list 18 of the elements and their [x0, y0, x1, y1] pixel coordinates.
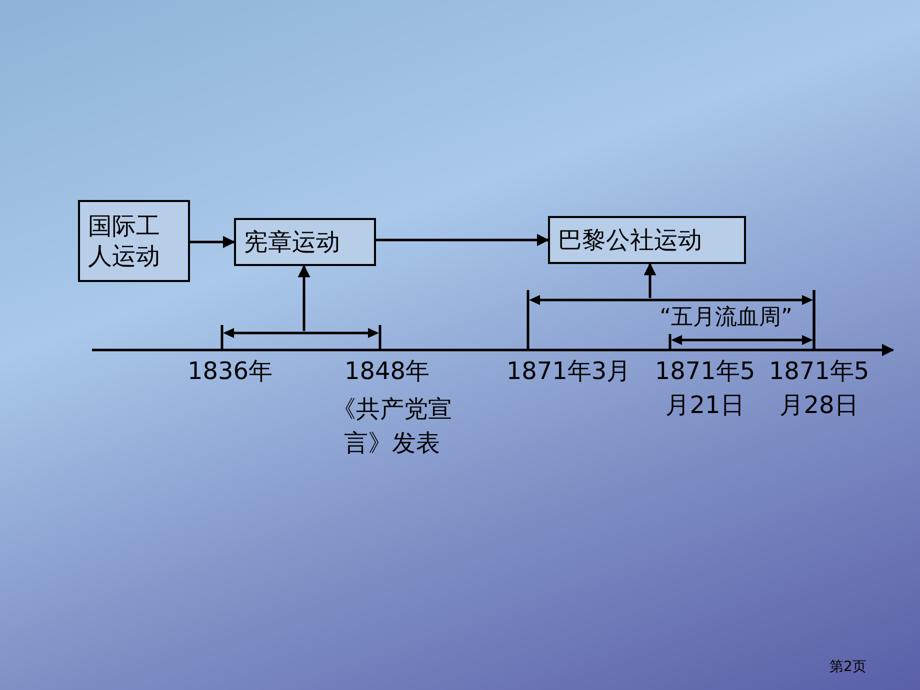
- event-box: 国际工人运动: [78, 200, 190, 282]
- year-label: 1848年: [343, 356, 431, 387]
- arrow: [298, 264, 310, 331]
- date-label: 1871年5月28日: [768, 356, 870, 421]
- period-label: “五月流血周”: [658, 304, 794, 332]
- page-number: 第2页: [828, 658, 868, 676]
- arrow: [644, 262, 656, 298]
- date-label: 1871年5月21日: [654, 356, 756, 421]
- year-label: 1836年: [186, 356, 274, 387]
- date-label: 1871年3月: [506, 356, 631, 387]
- span-bracket: [668, 288, 816, 352]
- span-bracket: [526, 288, 816, 352]
- event-label: 《共产党宣言》发表: [331, 394, 453, 459]
- arrow: [190, 236, 236, 248]
- span-bracket: [220, 324, 382, 352]
- arrow: [376, 234, 550, 246]
- event-box: 巴黎公社运动: [548, 216, 746, 264]
- event-box: 宪章运动: [234, 218, 376, 266]
